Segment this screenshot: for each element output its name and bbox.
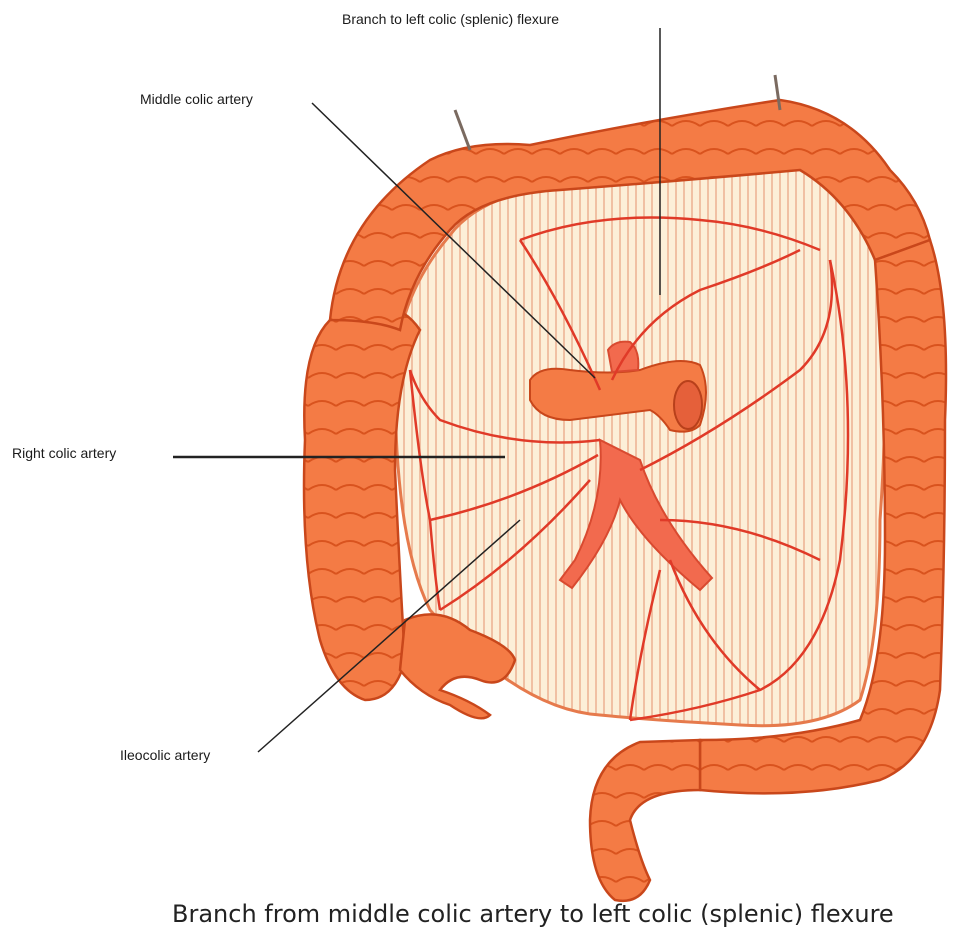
aorta-stub — [608, 342, 638, 372]
label-right-colic-artery: Right colic artery — [12, 445, 116, 461]
ligature-left — [455, 110, 470, 150]
figure-caption: Branch from middle colic artery to left … — [172, 900, 894, 928]
label-middle-colic-artery: Middle colic artery — [140, 91, 253, 107]
label-ileocolic-artery: Ileocolic artery — [120, 747, 210, 763]
label-branch-to-left-colic: Branch to left colic (splenic) flexure — [342, 11, 559, 27]
sigmoid-colon — [590, 740, 700, 901]
vessel-cut-end — [674, 381, 702, 429]
